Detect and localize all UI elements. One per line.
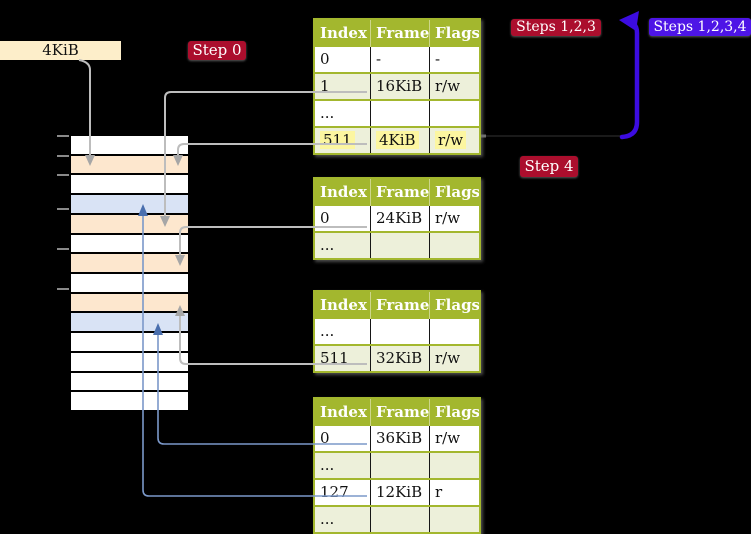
table-cell: - xyxy=(370,47,429,72)
step0-badge: Step 0 xyxy=(188,41,246,60)
table-cell: r/w xyxy=(429,206,479,231)
column-header-flags: Flags xyxy=(429,179,479,206)
table-row: ... xyxy=(315,319,479,344)
memory-frame-20kib xyxy=(71,232,188,253)
page-table-4: Index Frame Flags 0 36KiB r/w ... 127 12… xyxy=(313,397,481,534)
steps123-badge: Steps 1,2,3 xyxy=(511,19,601,36)
memory-frame-4kib xyxy=(71,153,188,174)
strip-tick-marks xyxy=(57,135,69,290)
memory-frame-24kib xyxy=(71,252,188,273)
table-row: ... xyxy=(315,99,479,126)
table-cell xyxy=(429,319,479,344)
table-row: ... xyxy=(315,451,479,478)
memory-frame-28kib xyxy=(71,272,188,292)
memory-frame-40kib xyxy=(71,331,188,351)
memory-frame-16kib xyxy=(71,212,188,233)
column-header-index: Index xyxy=(320,24,367,42)
table-cell: 1 xyxy=(320,77,330,95)
table-cell xyxy=(370,507,429,532)
steps-arrow-icon xyxy=(619,11,640,140)
page-table-3: Index Frame Flags ... 511 32KiB r/w xyxy=(313,290,481,373)
table-cell: r/w xyxy=(429,128,479,153)
physical-memory-strip xyxy=(69,134,190,412)
table-cell: ... xyxy=(320,236,335,254)
table-cell: r/w xyxy=(429,426,479,451)
table-cell: 0 xyxy=(320,50,330,68)
table-cell: 511 xyxy=(320,349,349,367)
table-cell xyxy=(429,453,479,478)
memory-frame-8kib xyxy=(71,173,188,194)
table-row: 0 36KiB r/w xyxy=(315,426,479,451)
table-header-row: Index Frame Flags xyxy=(315,399,479,426)
steps1234-badge: Steps 1,2,3,4 xyxy=(649,18,751,36)
column-header-flags: Flags xyxy=(429,292,479,319)
table-cell: - xyxy=(429,47,479,72)
memory-frame-48kib xyxy=(71,370,188,391)
frame-size-label: 4KiB xyxy=(0,41,121,60)
table-row: 0 - - xyxy=(315,47,479,72)
highlight: 511 xyxy=(320,131,355,149)
column-header-flags: Flags xyxy=(429,399,479,426)
table-row: 1 16KiB r/w xyxy=(315,72,479,99)
table-cell: 511 xyxy=(315,128,370,153)
memory-frame-12kib xyxy=(71,193,188,213)
table-cell xyxy=(429,101,479,126)
memory-frame-0kib xyxy=(71,136,188,154)
table-row-highlighted: 511 4KiB r/w xyxy=(315,126,479,153)
table-cell: 4KiB xyxy=(370,128,429,153)
table-row: 0 24KiB r/w xyxy=(315,206,479,231)
highlight: 4KiB xyxy=(376,131,419,149)
table-cell: 32KiB xyxy=(370,346,429,371)
table-cell: ... xyxy=(320,104,335,122)
column-header-flags: Flags xyxy=(429,20,479,47)
table-cell: 16KiB xyxy=(370,74,429,99)
column-header-frame: Frame xyxy=(370,20,429,47)
highlight: r/w xyxy=(435,131,467,149)
memory-frame-36kib xyxy=(71,311,188,332)
memory-frame-32kib xyxy=(71,291,188,312)
table-cell: 36KiB xyxy=(370,426,429,451)
table-cell xyxy=(370,101,429,126)
table-cell: 0 xyxy=(320,209,330,227)
table-header-row: Index Frame Flags xyxy=(315,292,479,319)
step4-badge: Step 4 xyxy=(520,156,578,177)
table-cell xyxy=(429,233,479,258)
table-cell: ... xyxy=(320,456,335,474)
table-cell: r/w xyxy=(429,74,479,99)
column-header-index: Index xyxy=(320,296,367,314)
table-cell: 127 xyxy=(320,483,349,501)
table-cell: r xyxy=(429,480,479,505)
table-cell xyxy=(429,507,479,532)
column-header-frame: Frame xyxy=(370,292,429,319)
memory-frame-52kib xyxy=(71,390,188,411)
table-cell xyxy=(370,453,429,478)
table-cell xyxy=(370,233,429,258)
table-row: 511 32KiB r/w xyxy=(315,344,479,371)
table-cell: r/w xyxy=(429,346,479,371)
table-header-row: Index Frame Flags xyxy=(315,179,479,206)
table-cell: ... xyxy=(320,322,335,340)
page-table-2: Index Frame Flags 0 24KiB r/w ... xyxy=(313,177,481,260)
column-header-index: Index xyxy=(320,403,367,421)
page-table-1: Index Frame Flags 0 - - 1 16KiB r/w ... … xyxy=(313,18,481,155)
column-header-frame: Frame xyxy=(370,399,429,426)
table-header-row: Index Frame Flags xyxy=(315,20,479,47)
table-cell xyxy=(370,319,429,344)
table-row: ... xyxy=(315,231,479,258)
memory-frame-44kib xyxy=(71,350,188,371)
table-cell: 0 xyxy=(320,429,330,447)
table-cell: 24KiB xyxy=(370,206,429,231)
column-header-frame: Frame xyxy=(370,179,429,206)
column-header-index: Index xyxy=(320,183,367,201)
table-row: 127 12KiB r xyxy=(315,478,479,505)
table-cell: 12KiB xyxy=(370,480,429,505)
table-cell: ... xyxy=(320,510,335,528)
